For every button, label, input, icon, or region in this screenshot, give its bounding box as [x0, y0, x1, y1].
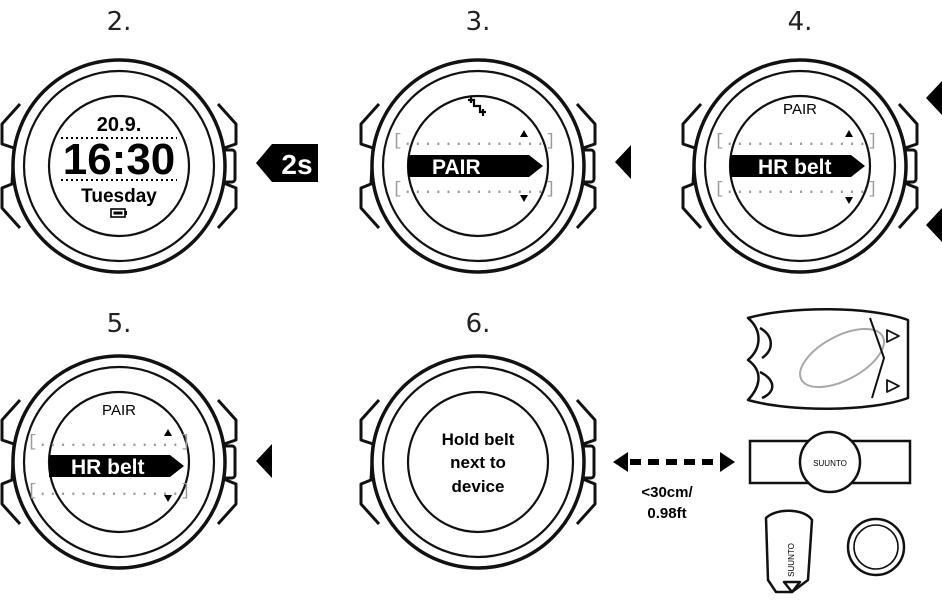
- step-2: 2. 20.9. 16:30 Tuesday 2s: [0, 7, 318, 274]
- menu-title-pair: PAIR: [102, 402, 136, 419]
- instruction-line-2: next to: [450, 453, 506, 472]
- watch-step-3: [..............] PAIR [..............]: [359, 58, 597, 274]
- instruction-line-3: device: [452, 477, 505, 496]
- step-5: 5. PAIR [..............] HR belt [......…: [0, 309, 272, 570]
- foot-pod-icon: SUUNTO: [764, 509, 814, 594]
- distance-label-line-2: 0.98ft: [647, 505, 686, 522]
- distance-label-line-1: <30cm/: [641, 484, 693, 501]
- selected-row-bar: [730, 155, 865, 177]
- scroll-up-icon: [164, 429, 172, 436]
- menu-item-hr-belt: HR belt: [758, 156, 832, 179]
- scroll-down-icon: [845, 197, 853, 204]
- menu-item-hr-belt: HR belt: [71, 456, 145, 479]
- watch-step-4: PAIR [..............] HR belt [.........…: [681, 58, 919, 274]
- pairing-icon: [468, 96, 486, 116]
- hr-belt-module-icon: [746, 307, 910, 411]
- selected-row-bar: [49, 455, 184, 477]
- brand-mark: SUUNTO: [813, 459, 847, 468]
- scroll-up-icon: [520, 130, 528, 137]
- hr-belt-strap-icon: SUUNTO: [748, 430, 912, 494]
- scroll-up-icon: [845, 130, 853, 137]
- hold-2s-label: 2s: [281, 149, 312, 180]
- bike-pod-icon: [846, 517, 906, 577]
- distance-arrow: [613, 452, 735, 472]
- press-button-arrow-step-3: [615, 145, 631, 179]
- step-6: 6. Hold belt next to device <30cm/ 0.98f…: [359, 307, 912, 594]
- step-5-number: 5.: [107, 309, 132, 339]
- bracket-row-bottom: [..............]: [27, 482, 190, 501]
- step-4-number: 4.: [788, 7, 813, 37]
- watch-step-5: PAIR [..............] HR belt [.........…: [0, 354, 238, 570]
- bracket-row-top: [..............]: [27, 433, 190, 452]
- press-up-button-arrow: [926, 81, 942, 115]
- bracket-row-top: [..............]: [392, 132, 555, 151]
- battery-icon: [110, 208, 127, 218]
- watch-step-2: 20.9. 16:30 Tuesday: [0, 58, 238, 274]
- press-down-button-arrow: [926, 208, 942, 242]
- brand-mark-foot-pod: SUUNTO: [787, 543, 796, 577]
- step-6-number: 6.: [466, 309, 491, 339]
- watch-step-6: Hold belt next to device: [359, 354, 597, 570]
- selected-row-bar: [408, 155, 543, 177]
- watch-date: 20.9.: [97, 114, 141, 136]
- instruction-line-1: Hold belt: [442, 430, 515, 449]
- step-4: 4. PAIR [..............] HR belt [......…: [681, 7, 942, 274]
- bracket-row-bottom: [..............]: [714, 180, 877, 199]
- step-3-number: 3.: [466, 7, 491, 37]
- bracket-row-top: [..............]: [714, 132, 877, 151]
- step-2-number: 2.: [107, 7, 132, 37]
- bracket-row-bottom: [..............]: [392, 180, 555, 199]
- menu-item-pair: PAIR: [432, 156, 481, 179]
- hold-2s-badge: 2s: [256, 144, 318, 182]
- watch-day: Tuesday: [81, 186, 157, 207]
- scroll-down-icon: [520, 195, 528, 202]
- press-button-arrow-step-5: [256, 444, 272, 478]
- step-3: 3. [..............] PAIR [..............…: [359, 7, 631, 274]
- scroll-down-icon: [164, 495, 172, 502]
- menu-title-pair: PAIR: [783, 101, 817, 118]
- watch-time: 16:30: [63, 135, 176, 184]
